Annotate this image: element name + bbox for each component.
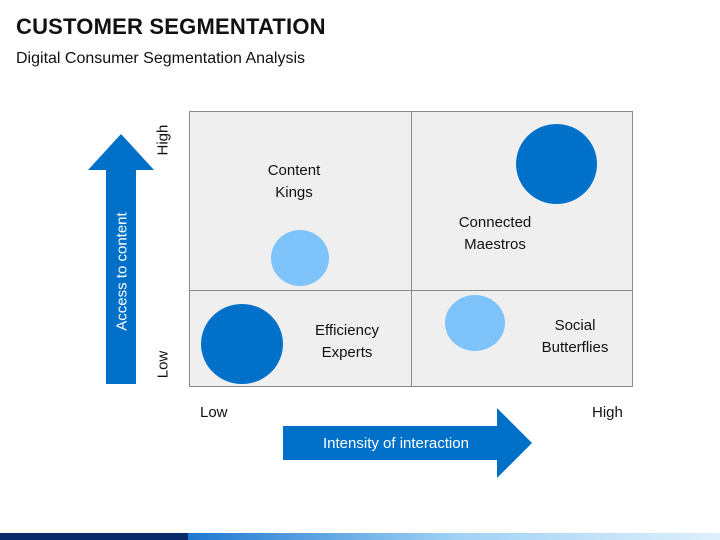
x-axis-high-label: High: [592, 404, 623, 421]
bubble-connected-maestros: [516, 124, 597, 204]
quadrant-label-connected-maestros: Connected Maestros: [458, 214, 532, 253]
bubble-content-kings: [271, 230, 329, 286]
y-axis-label: Access to content: [113, 212, 131, 331]
footer-bar-dark: [0, 533, 188, 540]
footer-bar-gradient: [188, 533, 720, 540]
bubble-social-butterflies: [445, 295, 505, 351]
y-axis-arrow: [88, 134, 154, 384]
y-axis-low-label: Low: [154, 350, 172, 379]
x-axis-label: Intensity of interaction: [323, 435, 469, 452]
y-axis-high-label: High: [154, 124, 172, 156]
slide-title: CUSTOMER SEGMENTATION: [16, 14, 326, 39]
matrix-horizontal-divider: [189, 290, 633, 291]
quadrant-label-content-kings: Content Kings: [267, 162, 321, 201]
matrix-vertical-divider: [411, 111, 412, 387]
bubble-efficiency-experts: [201, 304, 283, 384]
slide-subtitle: Digital Consumer Segmentation Analysis: [16, 50, 306, 67]
x-axis-arrow: [283, 408, 532, 478]
x-axis-low-label: Low: [200, 404, 228, 421]
quadrant-label-social-butterflies: Social Butterflies: [541, 317, 609, 356]
quadrant-label-efficiency-experts: Efficiency Experts: [315, 322, 379, 361]
